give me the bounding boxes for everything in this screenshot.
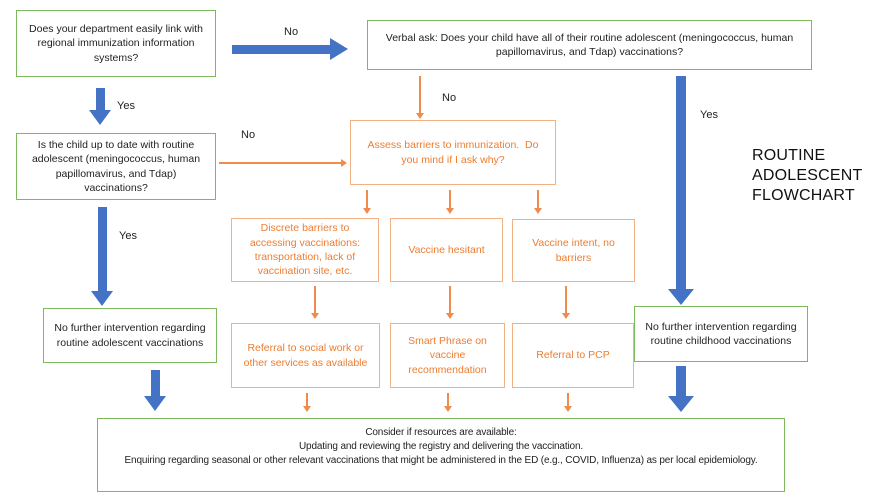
edge-label-no-child-to-assess: No: [241, 129, 256, 141]
node-consider-resources: Consider if resources are available: Upd…: [97, 418, 785, 492]
consider-resources-line-3: Enquiring regarding seasonal or other re…: [124, 455, 758, 467]
consider-resources-line-2: Updating and reviewing the registry and …: [298, 441, 583, 453]
node-verbal-ask-question: Verbal ask: Does your child have all of …: [367, 20, 812, 70]
edge-label-yes-child-to-no-further: Yes: [119, 230, 137, 242]
node-vaccine-hesitant: Vaccine hesitant: [390, 218, 503, 282]
node-child-up-to-date-question: Is the child up to date with routine ado…: [16, 133, 216, 200]
flowchart-title-line-2: ADOLESCENT: [752, 167, 863, 184]
node-dept-link-question: Does your department easily link with re…: [16, 10, 216, 77]
flowchart-title-line-1: ROUTINE: [752, 147, 826, 164]
edge-label-no-verbal-to-assess: No: [442, 92, 457, 104]
edge-label-yes-verbal-to-childhood: Yes: [700, 109, 718, 121]
flowchart-title: ROUTINE ADOLESCENT FLOWCHART: [752, 146, 862, 206]
node-vaccine-intent: Vaccine intent, no barriers: [512, 219, 635, 282]
node-referral-social-work: Referral to social work or other service…: [231, 323, 380, 388]
node-referral-pcp: Referral to PCP: [512, 323, 634, 388]
node-smart-phrase: Smart Phrase on vaccine recommendation: [390, 323, 505, 388]
flowchart-title-line-3: FLOWCHART: [752, 187, 855, 204]
node-assess-barriers: Assess barriers to immunization. Do you …: [350, 120, 556, 185]
edge-label-no-dept-to-verbal: No: [284, 26, 299, 38]
node-no-further-childhood: No further intervention regarding routin…: [634, 306, 808, 362]
edge-label-yes-dept-to-child: Yes: [117, 100, 135, 112]
node-discrete-barriers: Discrete barriers to accessing vaccinati…: [231, 218, 379, 282]
node-no-further-adolescent: No further intervention regarding routin…: [43, 308, 217, 363]
consider-resources-line-1: Consider if resources are available:: [365, 427, 517, 438]
